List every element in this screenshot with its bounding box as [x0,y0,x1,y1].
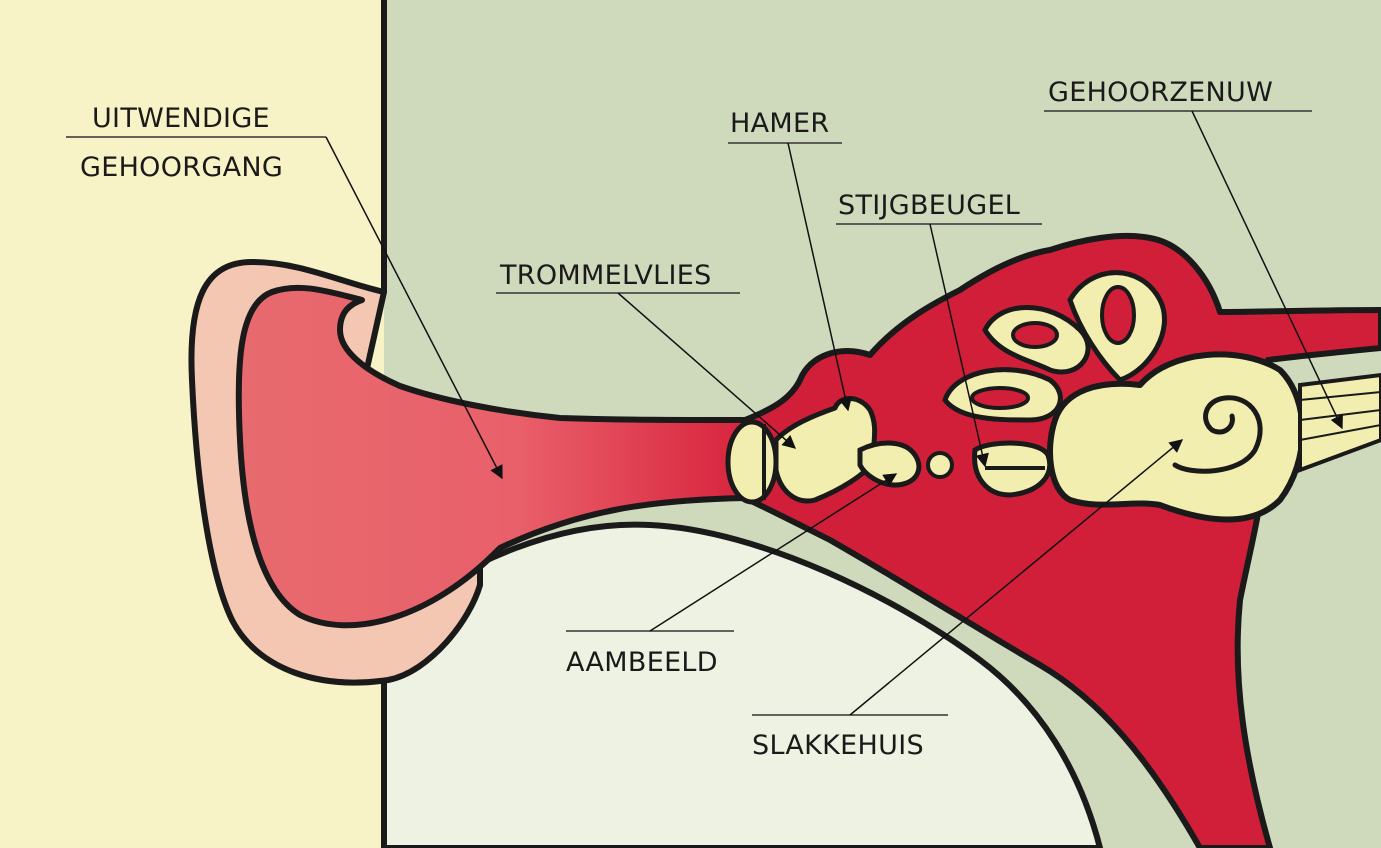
label-outer-canal-line1: UITWENDIGE [92,103,270,135]
label-anvil: AAMBEELD [566,647,718,679]
anvil-tip [928,453,952,477]
label-eardrum: TROMMELVLIES [500,260,712,292]
label-outer-canal-line2: GEHOORGANG [80,152,283,184]
eardrum [728,422,776,502]
canal-hole-1 [1013,323,1057,347]
label-auditory-nerve: GEHOORZENUW [1048,77,1273,109]
label-hammer: HAMER [730,108,829,140]
label-stirrup: STIJGBEUGEL [838,190,1020,222]
canal-hole-2 [1102,287,1134,343]
label-cochlea: SLAKKEHUIS [752,730,924,762]
canal-hole-3 [972,388,1028,408]
